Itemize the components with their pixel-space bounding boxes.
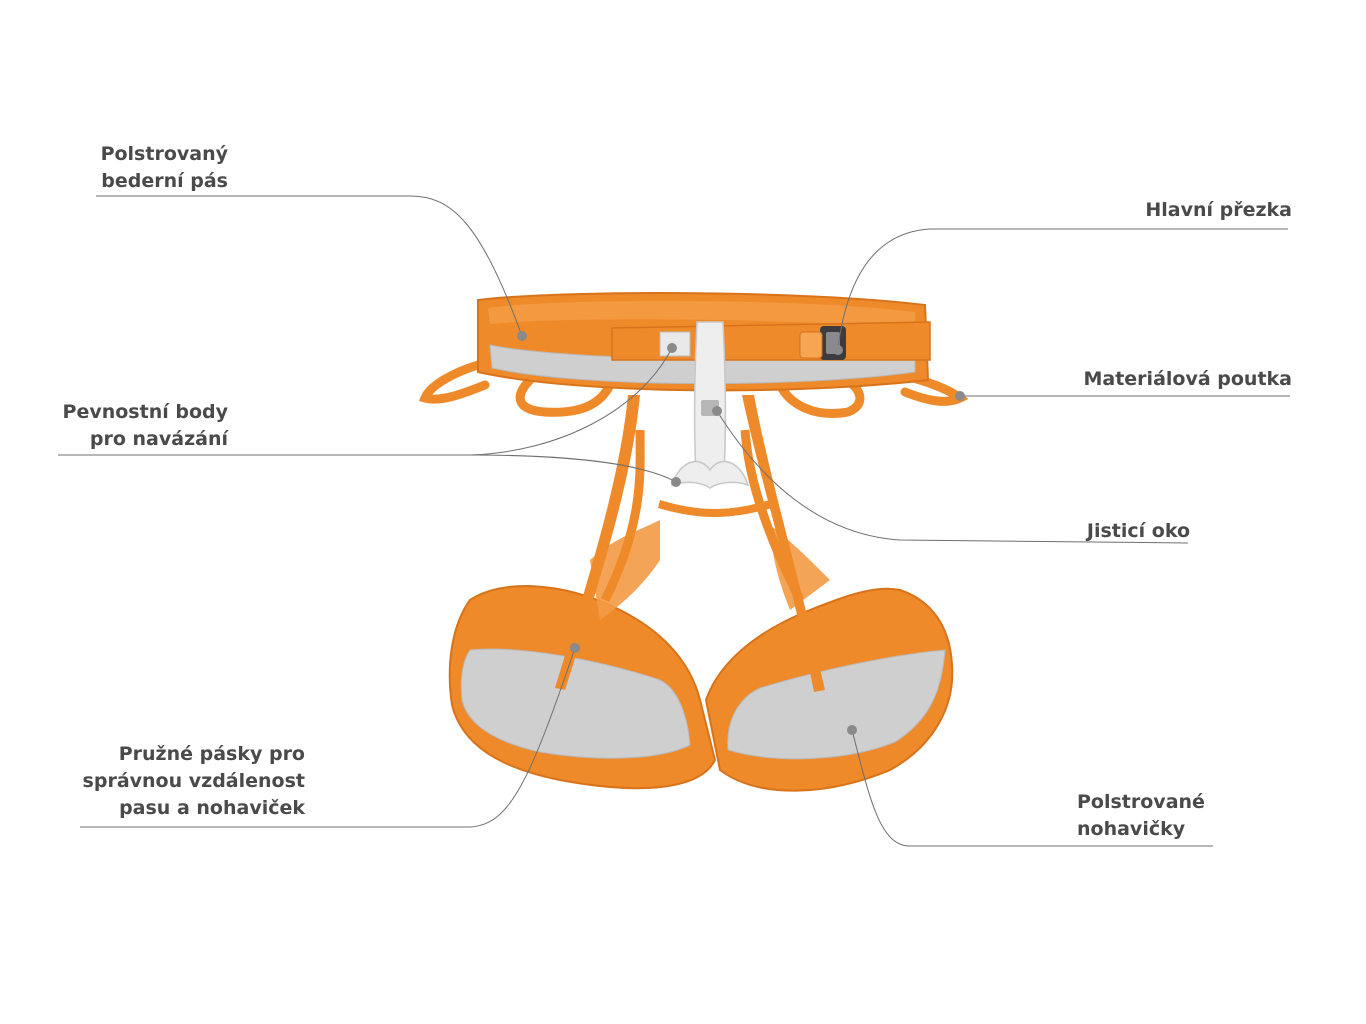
dot-elastic-straps [570, 643, 580, 653]
label-gear-loops-line1: Materiálová poutka [1083, 368, 1292, 390]
dot-tie-in-lower [671, 477, 681, 487]
leader-line-tie-in-1 [58, 347, 673, 456]
label-elastic-straps: Pružné pásky pro správnou vzdálenost pas… [83, 741, 305, 822]
label-belay-loop: Jisticí oko [1087, 518, 1190, 545]
label-waist-belt: Polstrovaný bederní pás [101, 141, 228, 195]
leg-loop-right [704, 587, 954, 792]
label-elastic-straps-line1: Pružné pásky pro [118, 743, 305, 765]
label-tie-in-points-line1: Pevnostní body [62, 401, 228, 423]
leader-line-tie-in-2 [469, 454, 677, 483]
elastic-strap-left [555, 395, 640, 690]
label-leg-loops: Polstrované nohavičky [1077, 789, 1205, 843]
dot-belay-loop [712, 406, 722, 416]
label-tie-in-points: Pevnostní body pro navázání [63, 399, 228, 453]
gear-loop-left-outer [418, 360, 490, 404]
label-leg-loops-line2: nohavičky [1077, 818, 1186, 840]
leader-line-main-buckle [837, 228, 1288, 349]
dot-main-buckle [833, 345, 843, 355]
label-gear-loops: Materiálová poutka [1083, 366, 1292, 393]
label-leg-loops-line1: Polstrované [1077, 791, 1205, 813]
label-belay-loop-line1: Jisticí oko [1086, 520, 1190, 542]
label-elastic-straps-line3: pasu a nohaviček [119, 797, 305, 819]
belay-loop [670, 321, 750, 489]
label-elastic-straps-line2: správnou vzdálenost [82, 770, 305, 792]
anchor-dots [517, 331, 965, 735]
dot-leg-loops [847, 725, 857, 735]
label-main-buckle-line1: Hlavní přezka [1145, 199, 1292, 221]
label-main-buckle: Hlavní přezka [1145, 197, 1292, 224]
label-waist-belt-line2: bederní pás [101, 170, 228, 192]
leader-line-waist-belt [96, 195, 523, 337]
gear-loop-left-inner [515, 375, 615, 417]
leg-loop-connector [600, 429, 805, 603]
leader-lines [58, 195, 1290, 847]
leg-loop-left [448, 585, 717, 790]
leader-line-elastic-straps [80, 647, 576, 828]
dot-gear-loops [955, 391, 965, 401]
label-tie-in-points-line2: pro navázání [89, 428, 228, 450]
label-waist-belt-line1: Polstrovaný [100, 143, 228, 165]
dot-tie-in-upper [667, 343, 677, 353]
dot-waist-belt [517, 331, 527, 341]
leader-line-leg-loops [851, 729, 1213, 847]
gear-loop-right-inner [775, 377, 865, 418]
elastic-strap-right [742, 395, 825, 692]
leader-line-belay-loop [716, 410, 1189, 544]
